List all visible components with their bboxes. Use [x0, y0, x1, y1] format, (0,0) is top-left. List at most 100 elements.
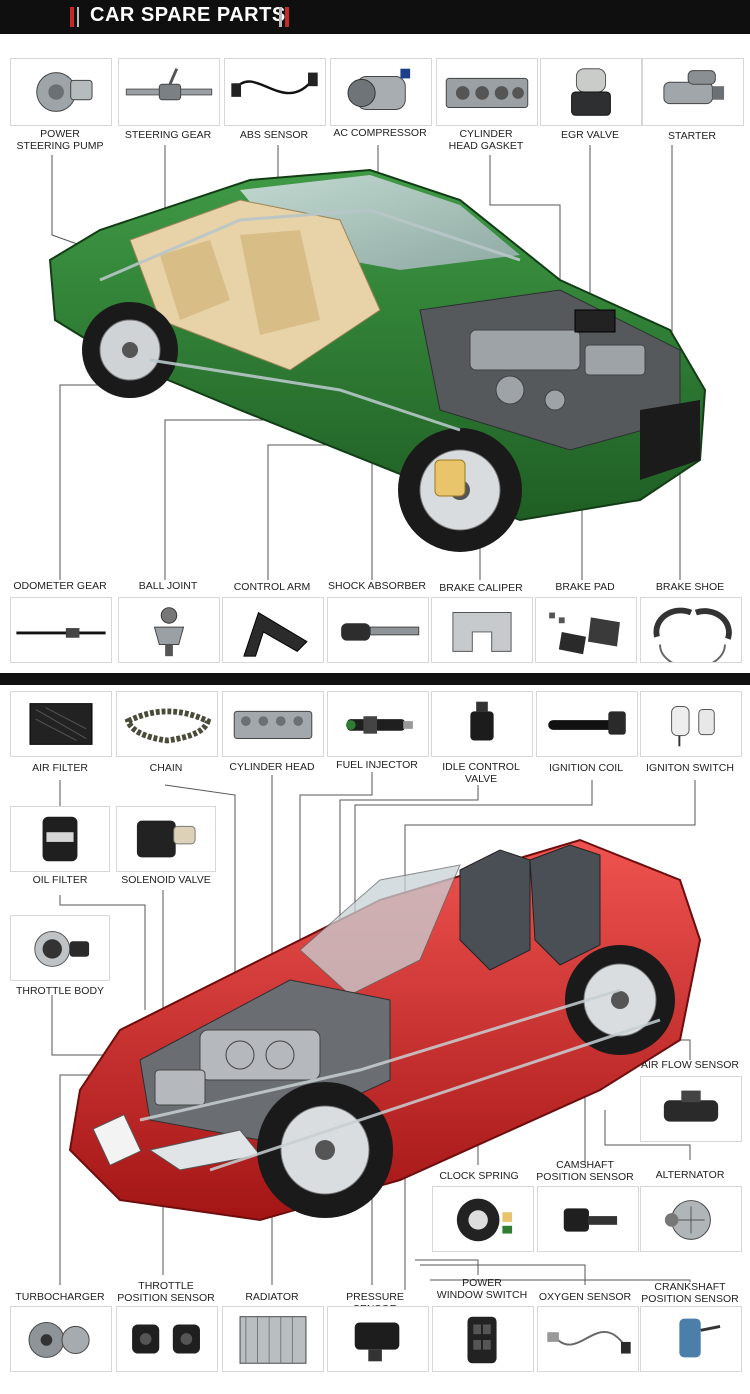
brake-caliper-icon: [452, 612, 512, 652]
ignition-switch-icon: [671, 706, 715, 747]
tile-clock-spring[interactable]: [432, 1186, 534, 1252]
tile-abs-sensor[interactable]: [224, 58, 326, 126]
steering-gear-icon: [125, 68, 213, 101]
label-alternator: ALTERNATOR: [655, 1169, 725, 1181]
air-flow-sensor-icon: [663, 1090, 719, 1122]
label-crankshaft-position-sensor: CRANKSHAFT POSITION SENSOR: [641, 1281, 739, 1305]
tile-brake-shoe[interactable]: [640, 597, 742, 663]
label-abs-sensor: ABS SENSOR: [239, 129, 309, 141]
tile-crankshaft-position-sensor[interactable]: [640, 1306, 742, 1372]
label-air-flow-sensor: AIR FLOW SENSOR: [640, 1059, 739, 1071]
tile-oil-filter[interactable]: [10, 806, 110, 872]
label-radiator: RADIATOR: [245, 1291, 299, 1303]
tile-camshaft-position-sensor[interactable]: [537, 1186, 639, 1252]
cylinder-head-gasket-icon: [445, 77, 529, 109]
label-control-arm: CONTROL ARM: [233, 581, 311, 593]
solenoid-valve-icon: [136, 820, 196, 858]
tile-throttle-body[interactable]: [10, 915, 110, 981]
abs-sensor-icon: [231, 72, 318, 97]
tile-turbocharger[interactable]: [10, 1306, 112, 1372]
throttle-position-sensor-icon: [132, 1324, 200, 1354]
label-power-steering-pump: POWER STEERING PUMP: [16, 128, 104, 152]
label-clock-spring: CLOCK SPRING: [439, 1170, 519, 1182]
tile-egr-valve[interactable]: [540, 58, 642, 126]
tile-cylinder-head-gasket[interactable]: [436, 58, 538, 126]
tile-air-flow-sensor[interactable]: [640, 1076, 742, 1142]
starter-icon: [663, 70, 725, 105]
red-car-cutaway-illustration: [68, 838, 702, 1222]
tile-idle-control-valve[interactable]: [431, 691, 533, 757]
clock-spring-icon: [456, 1198, 513, 1242]
label-air-filter: AIR FILTER: [32, 762, 88, 774]
label-ball-joint: BALL JOINT: [138, 580, 198, 592]
tile-control-arm[interactable]: [222, 597, 324, 663]
label-idle-control-valve: IDLE CONTROL VALVE: [442, 761, 520, 785]
egr-valve-icon: [571, 68, 611, 116]
tile-brake-caliper[interactable]: [431, 597, 533, 663]
tile-ac-compressor[interactable]: [330, 58, 432, 126]
label-fuel-injector: FUEL INJECTOR: [336, 759, 418, 771]
label-camshaft-position-sensor: CAMSHAFT POSITION SENSOR: [536, 1159, 634, 1183]
brake-pad-icon: [549, 612, 620, 655]
tile-ignition-switch[interactable]: [640, 691, 742, 757]
chain-icon: [124, 708, 212, 744]
label-odometer-gear: ODOMETER GEAR: [13, 580, 107, 592]
tile-air-filter[interactable]: [10, 691, 112, 757]
tile-fuel-injector[interactable]: [327, 691, 429, 757]
label-throttle-body: THROTTLE BODY: [15, 985, 105, 997]
tile-throttle-position-sensor[interactable]: [116, 1306, 218, 1372]
label-starter: STARTER: [667, 130, 717, 142]
camshaft-position-sensor-icon: [563, 1208, 618, 1232]
label-ac-compressor: AC COMPRESSOR: [333, 127, 427, 139]
banner-accent-right-light: [279, 7, 282, 27]
ignition-coil-icon: [548, 711, 626, 735]
label-egr-valve: EGR VALVE: [561, 129, 619, 141]
air-filter-icon: [29, 703, 93, 745]
tile-cylinder-head[interactable]: [222, 691, 324, 757]
header-banner: CAR SPARE PARTS: [0, 0, 750, 34]
tile-steering-gear[interactable]: [118, 58, 220, 126]
crankshaft-position-sensor-icon: [679, 1318, 721, 1358]
label-solenoid-valve: SOLENOID VALVE: [121, 874, 211, 886]
tile-pressure-sensor[interactable]: [327, 1306, 429, 1372]
tile-odometer-gear[interactable]: [10, 597, 112, 663]
tile-radiator[interactable]: [222, 1306, 324, 1372]
odometer-gear-icon: [16, 628, 106, 638]
control-arm-icon: [243, 611, 308, 657]
tile-solenoid-valve[interactable]: [116, 806, 216, 872]
shock-absorber-icon: [341, 623, 420, 641]
label-oil-filter: OIL FILTER: [32, 874, 88, 886]
tile-brake-pad[interactable]: [535, 597, 637, 663]
tile-ball-joint[interactable]: [118, 597, 220, 663]
banner-accent-left: [70, 7, 74, 27]
turbocharger-icon: [28, 1322, 90, 1358]
oil-filter-icon: [42, 816, 78, 862]
ac-compressor-icon: [347, 68, 411, 110]
label-oxygen-sensor: OXYGEN SENSOR: [538, 1291, 632, 1303]
page-title: CAR SPARE PARTS: [90, 4, 286, 26]
ball-joint-icon: [153, 607, 185, 657]
label-power-window-switch: POWER WINDOW SWITCH: [436, 1277, 528, 1301]
cylinder-head-icon: [233, 710, 313, 740]
pressure-sensor-icon: [354, 1322, 400, 1362]
label-cylinder-head-gasket: CYLINDER HEAD GASKET: [448, 128, 524, 152]
tile-power-window-switch[interactable]: [432, 1306, 534, 1372]
section-divider: [0, 673, 750, 685]
tile-starter[interactable]: [642, 58, 744, 126]
idle-control-valve-icon: [470, 701, 494, 741]
tile-ignition-coil[interactable]: [536, 691, 638, 757]
label-ignition-switch: IGNITON SWITCH: [646, 762, 734, 774]
power-steering-pump-icon: [36, 72, 93, 112]
fuel-injector-icon: [346, 716, 413, 734]
tile-shock-absorber[interactable]: [327, 597, 429, 663]
label-chain: CHAIN: [149, 762, 183, 774]
label-brake-shoe: BRAKE SHOE: [655, 581, 725, 593]
label-ignition-coil: IGNITION COIL: [548, 762, 624, 774]
label-cylinder-head: CYLINDER HEAD: [229, 761, 315, 773]
tile-alternator[interactable]: [640, 1186, 742, 1252]
tile-power-steering-pump[interactable]: [10, 58, 112, 126]
tile-chain[interactable]: [116, 691, 218, 757]
label-throttle-position-sensor: THROTTLE POSITION SENSOR: [117, 1280, 215, 1304]
tile-oxygen-sensor[interactable]: [537, 1306, 639, 1372]
banner-accent-left-light: [77, 7, 79, 27]
